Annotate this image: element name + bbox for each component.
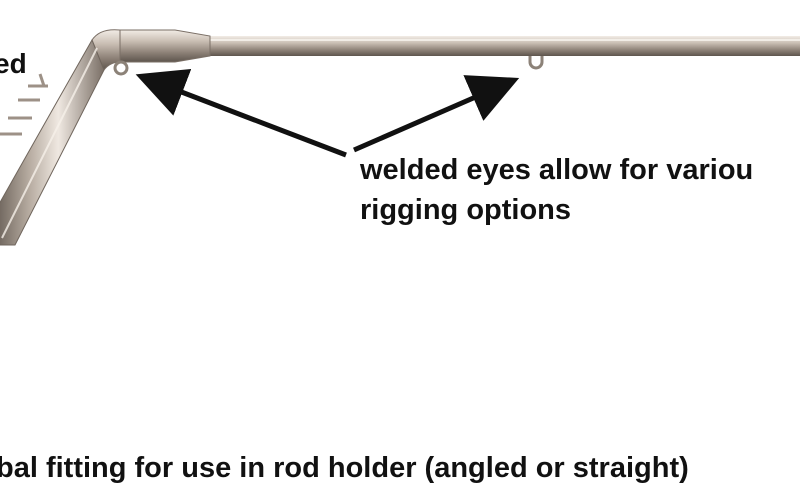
bottom-caption: bal fitting for use in rod holder (angle… <box>0 452 689 484</box>
welded-eyes-caption-line-2: rigging options <box>360 194 572 226</box>
arrow-to-left-eye <box>135 68 347 158</box>
horizontal-rod <box>205 36 800 56</box>
arrow-to-right-eye <box>353 75 520 153</box>
diagonal-rod <box>0 38 105 246</box>
welded-eyes-caption-line-1: welded eyes allow for variou <box>360 154 754 186</box>
tapered-ferrule <box>119 29 211 63</box>
welded-eye-left <box>113 60 129 76</box>
side-rungs <box>0 73 48 136</box>
welded-eye-right <box>528 56 544 70</box>
welded-eyes-caption: welded eyes allow for variou rigging opt… <box>360 150 753 230</box>
top-left-label-fragment: ed <box>0 48 27 79</box>
